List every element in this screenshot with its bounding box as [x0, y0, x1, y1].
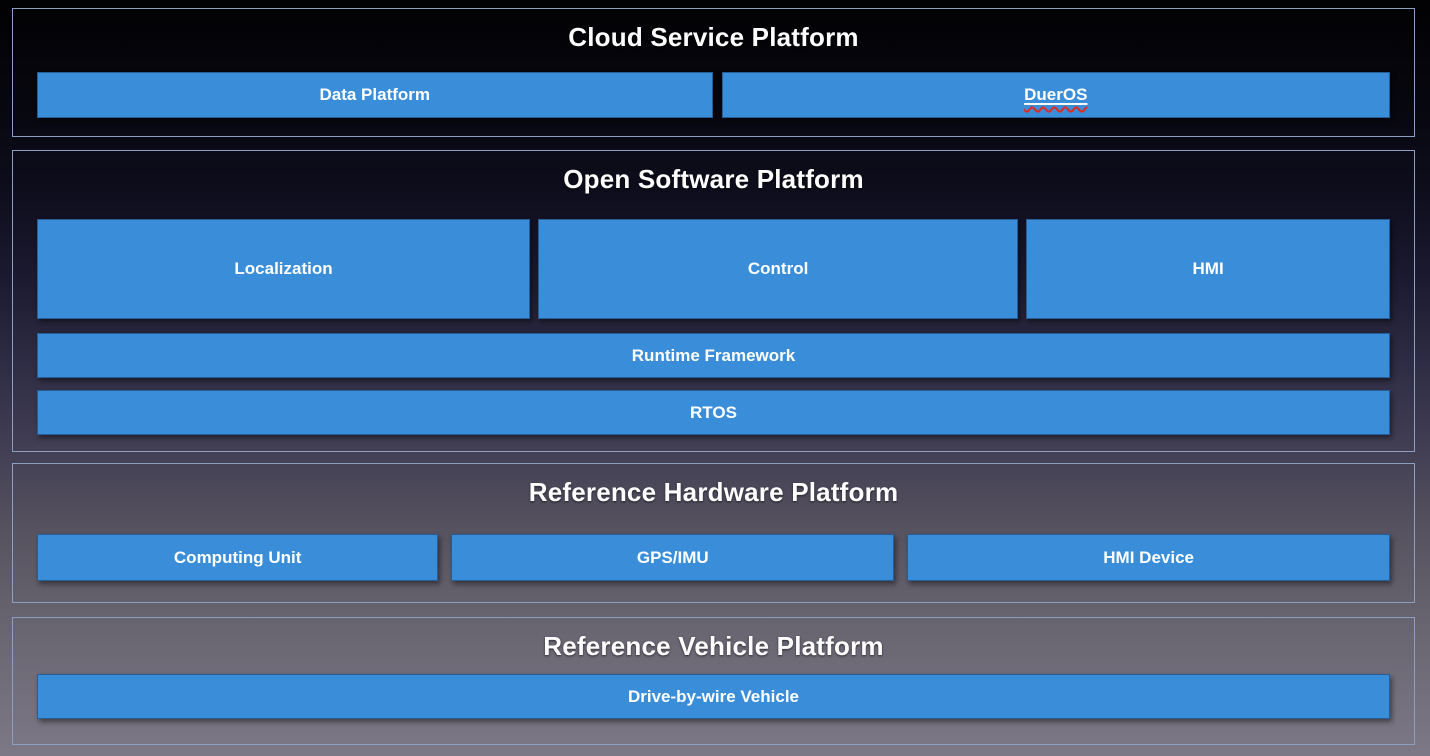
section-reference-vehicle-platform: Reference Vehicle Platform Drive-by-wire…: [12, 617, 1415, 745]
box-hmi-label: HMI: [1192, 259, 1224, 278]
box-computing-unit-label: Computing Unit: [173, 547, 302, 567]
box-gps-imu-label: GPS/IMU: [636, 547, 709, 567]
box-runtime-framework: Runtime Framework: [37, 333, 1390, 378]
box-computing-unit: Computing Unit: [37, 534, 439, 581]
box-gps-imu: GPS/IMU: [451, 534, 895, 581]
hardware-boxes-row: Computing Unit GPS/IMU HMI Device: [37, 534, 1390, 581]
runtime-framework-row: Runtime Framework: [37, 333, 1390, 378]
section-title-reference-vehicle-platform: Reference Vehicle Platform: [543, 631, 884, 661]
box-dueros-label: DuerOS: [1024, 85, 1088, 104]
box-localization-label: Localization: [234, 259, 333, 278]
box-hmi: HMI: [1026, 219, 1390, 319]
section-title-reference-hardware-platform: Reference Hardware Platform: [528, 477, 899, 507]
section-reference-hardware-platform: Reference Hardware Platform Computing Un…: [12, 463, 1415, 603]
box-data-platform: Data Platform: [37, 72, 713, 118]
box-rtos-label: RTOS: [690, 402, 737, 422]
box-control: Control: [538, 219, 1019, 319]
cloud-boxes-row: Data Platform DuerOS: [37, 72, 1391, 118]
box-hmi-device-label: HMI Device: [1103, 547, 1194, 567]
box-dueros: DuerOS: [721, 72, 1391, 118]
box-hmi-device: HMI Device: [907, 534, 1390, 581]
box-drive-by-wire-vehicle: Drive-by-wire Vehicle: [37, 674, 1390, 719]
box-control-label: Control: [747, 259, 809, 278]
vehicle-boxes-row: Drive-by-wire Vehicle: [37, 674, 1390, 719]
rtos-row: RTOS: [37, 390, 1390, 435]
section-cloud-service-platform: Cloud Service Platform Data Platform Due…: [12, 8, 1415, 137]
section-open-software-platform: Open Software Platform Localization Cont…: [12, 150, 1415, 452]
box-drive-by-wire-vehicle-label: Drive-by-wire Vehicle: [627, 686, 800, 706]
box-localization: Localization: [37, 219, 531, 319]
box-runtime-framework-label: Runtime Framework: [631, 345, 796, 365]
software-modules-row: Localization Control HMI: [37, 219, 1390, 319]
section-title-open-software-platform: Open Software Platform: [563, 164, 864, 194]
box-rtos: RTOS: [37, 390, 1390, 435]
section-title-cloud-service-platform: Cloud Service Platform: [568, 22, 859, 52]
box-data-platform-label: Data Platform: [319, 85, 431, 104]
